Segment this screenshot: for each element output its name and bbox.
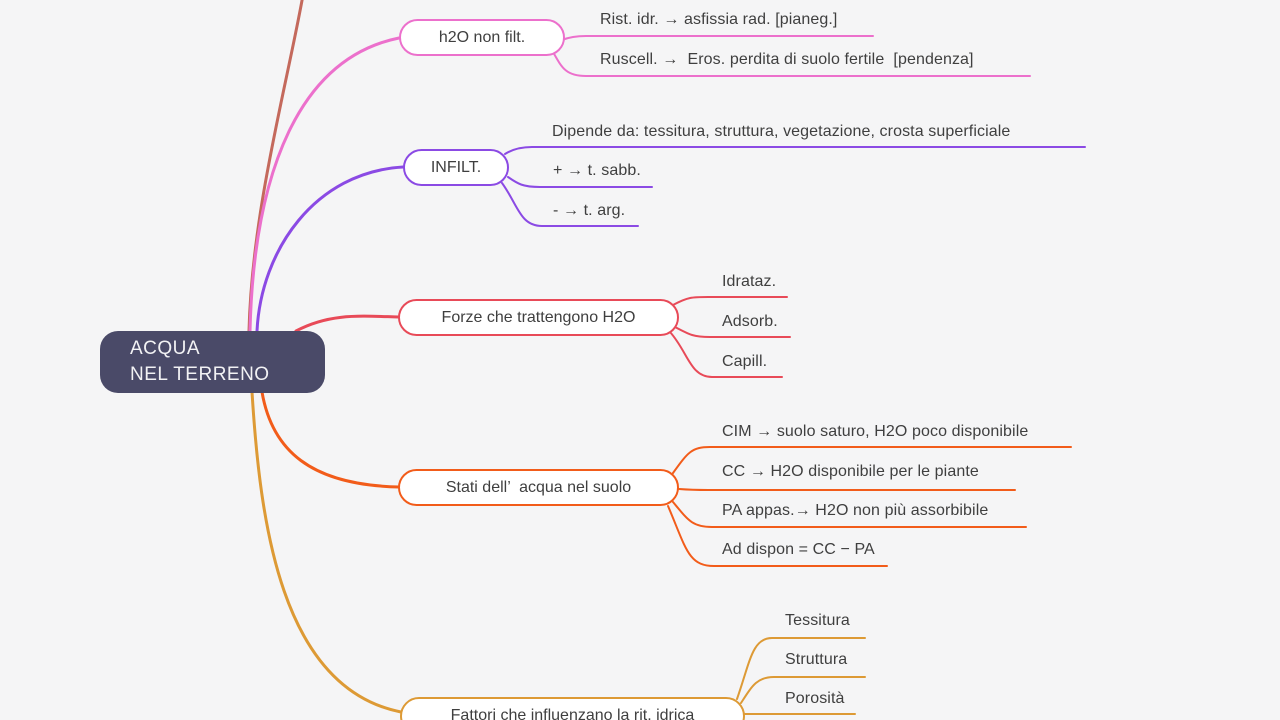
child-connector-forze-2	[674, 326, 791, 338]
topic-infiltrazione[interactable]: INFILT.	[403, 149, 509, 186]
branch-line-forze	[294, 314, 401, 333]
child-connector-infilt-1	[504, 146, 1086, 155]
subtopic-pa-appas[interactable]: PA appas.→ H2O non più assorbibile	[722, 502, 989, 519]
subtopic-struttura[interactable]: Struttura	[785, 651, 848, 668]
topic-forze-che-trattengono-h2o[interactable]: Forze che trattengono H2O	[398, 299, 679, 336]
subtopic-rist-idr[interactable]: Rist. idr. → asfissia rad. [pianeg.]	[600, 11, 838, 28]
topic-fattori-rit-idrica[interactable]: Fattori che influenzano la rit. idrica	[400, 697, 745, 720]
topic-stati-dell-acqua[interactable]: Stati dell’ acqua nel suolo	[398, 469, 679, 506]
branch-line-fattori	[250, 390, 403, 714]
child-connector-infilt-2	[507, 176, 653, 188]
child-connector-h2o-1	[561, 35, 874, 41]
subtopic-dipende-da[interactable]: Dipende da: tessitura, struttura, vegeta…	[552, 123, 1011, 140]
child-connector-fattori-1	[736, 637, 866, 700]
subtopic-tessitura[interactable]: Tessitura	[785, 612, 850, 629]
branch-line-stati	[260, 390, 401, 489]
subtopic-idrataz[interactable]: Idrataz.	[722, 273, 777, 290]
subtopic-ad-dispon[interactable]: Ad dispon = CC − PA	[722, 541, 875, 558]
child-connector-stati-2	[678, 488, 1016, 491]
branch-line-h2o-non-filtrata	[248, 36, 401, 333]
child-connector-stati-4	[667, 505, 888, 567]
subtopic-adsorb[interactable]: Adsorb.	[722, 313, 778, 330]
subtopic-capill[interactable]: Capill.	[722, 353, 768, 370]
child-connector-stati-3	[672, 501, 1027, 528]
subtopic-porosita[interactable]: Porosità	[785, 690, 845, 707]
child-connector-infilt-3	[501, 182, 639, 227]
child-connector-forze-3	[669, 331, 783, 378]
child-connector-stati-1	[672, 446, 1072, 474]
topic-h2o-non-filtrata[interactable]: h2O non filt.	[399, 19, 565, 56]
subtopic-ruscell[interactable]: Ruscell. → Eros. perdita di suolo fertil…	[600, 51, 974, 68]
branch-line-infiltrazione	[255, 165, 405, 333]
child-connector-forze-1	[672, 296, 788, 306]
subtopic-cim[interactable]: CIM → suolo saturo, H2O poco disponibile	[722, 423, 1029, 440]
child-connector-h2o-2	[552, 51, 1031, 77]
subtopic-piu-t-sabb[interactable]: + → t. sabb.	[553, 162, 641, 179]
subtopic-meno-t-arg[interactable]: - → t. arg.	[553, 202, 626, 219]
child-connector-fattori-2	[740, 676, 866, 704]
subtopic-cc[interactable]: CC → H2O disponibile per le piante	[722, 463, 979, 480]
